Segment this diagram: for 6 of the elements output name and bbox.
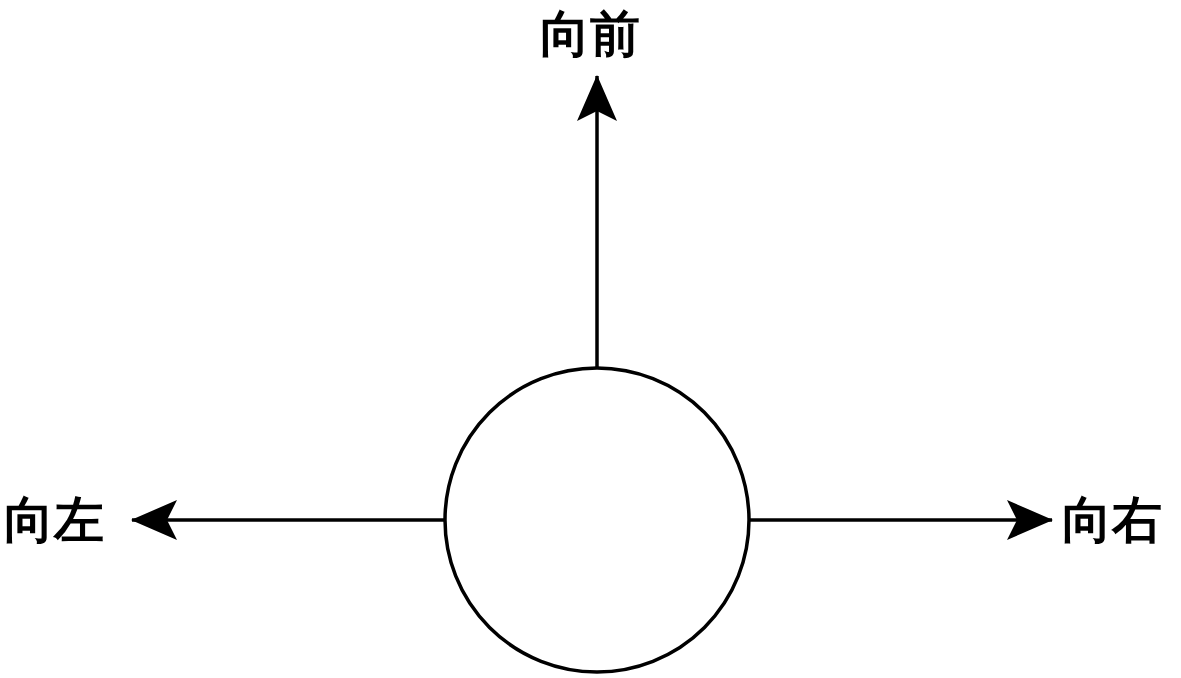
direction-label: 向右 xyxy=(1062,492,1162,548)
arrow xyxy=(131,500,445,540)
circle xyxy=(443,366,751,674)
direction-label: 向前 xyxy=(540,6,640,62)
arrow xyxy=(577,75,617,368)
direction-label: 向左 xyxy=(4,492,104,548)
